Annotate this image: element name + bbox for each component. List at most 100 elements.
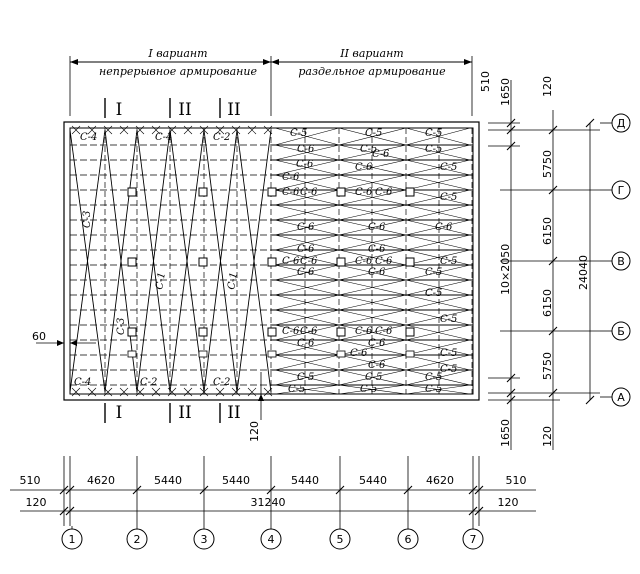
mesh-cross [338,189,407,206]
label-c2-bottom2: С-2 [213,377,230,388]
edge-zig [71,125,81,135]
dim-tick [548,125,558,135]
mesh-cross [274,249,340,266]
mesh-cross [405,369,471,386]
edge-zig [87,125,97,135]
column-square [198,350,208,358]
x-axis-label: 7 [470,533,477,546]
y-axis-label: Д [617,117,626,130]
dim-row1-label: 5440 [359,474,387,487]
variant2-bar-label: С-5 [425,267,442,278]
y-axis-label: Б [617,325,625,338]
mesh-cross [405,174,471,191]
variant2-bar-label: С-5 [425,144,442,155]
section-mark-bottom-1: I [116,403,123,423]
variant2-bar-label: С-5 [288,384,305,395]
variant2-bar-label: С-6 [282,187,300,198]
mesh-cross [338,264,407,281]
variant2-bar-label: С-6 [300,256,318,267]
mesh-cross [405,354,471,371]
variant2-bar-label: С-5 [425,128,442,139]
column-square [267,350,277,358]
column-square [405,187,415,197]
edge-zig [71,387,81,397]
label-c4-top2: С-4 [155,132,172,143]
y-axis-label: Г [618,184,625,197]
bar-labels: С-4 С-4 С-2 С-4 С-2 С-2 С-3 С-3 С-1 С-1 [74,132,240,388]
edge-zig [103,387,113,397]
variant2-bar-label: С-5 [365,372,382,383]
edge-zig [215,125,225,135]
variant2-bar-label: С-6 [368,267,386,278]
diagonal-bar [69,129,106,393]
dim-6150-top: 6150 [541,217,554,245]
variant2-bar-label: С-6 [350,348,368,359]
dim-tick [474,506,484,516]
mesh-cross [274,219,340,236]
column-square [405,350,415,358]
variant1-bar-diagonals [69,125,273,397]
x-axis-bubble [193,528,215,550]
column-square [336,257,346,267]
mesh-cross [405,159,471,176]
mesh-cross [405,189,471,206]
variant2-bar-label: С-6 [375,326,393,337]
variant2-bar-label: С-5 [290,128,307,139]
dim-row2-total: 31240 [251,496,286,509]
mesh-cross [338,369,407,386]
variant2-bar-label: С-6 [368,222,386,233]
mesh-cross [338,219,407,236]
edge-zig [151,387,161,397]
column-square [198,257,208,267]
variant2-bar-label: С-5 [360,144,377,155]
variant2-bar-label: С-5 [440,162,457,173]
dim-60: 60 [32,330,46,343]
dim-5750-bottom: 5750 [541,352,554,380]
edge-zig [167,387,177,397]
edge-zig [183,387,193,397]
dim-tick [199,485,209,495]
dim-tick [506,373,516,383]
mesh-cross [338,127,407,146]
dim-row1-label: 4620 [87,474,115,487]
column-square [336,187,346,197]
mesh-cross [338,249,407,266]
label-c2-bottom1: С-2 [140,377,157,388]
dim-tick [335,485,345,495]
section-mark-top-3: II [227,100,240,120]
mesh-cross [405,309,471,326]
mesh-cross [405,384,471,395]
x-axis-label: 2 [134,533,141,546]
dim-tick [548,388,558,398]
dim-tick [506,125,516,135]
variant2-bar-label: С-6 [297,144,315,155]
dim-tick [65,506,75,516]
mesh-cross [338,294,407,311]
diagonal-bar [169,129,205,393]
variant2-bar-label: С-6 [297,244,315,255]
section-mark-bottom-2: II [178,403,191,423]
label-c1-a: С-1 [154,271,168,290]
dim-6150-bottom: 6150 [541,289,554,317]
variant2-bar-label: С-5 [440,314,457,325]
dim-tick [468,506,478,516]
dim-510-right: 510 [479,71,492,92]
dim-tick [548,326,558,336]
mesh-cross [274,144,340,161]
dim-tick [506,141,516,151]
edge-zig [263,387,273,397]
left-dims: 60 120 [32,330,264,442]
dim-120-left: 120 [248,421,261,442]
diagonal-bar [203,129,238,393]
variant2-bar-label: С-5 [425,372,442,383]
dim-5750-top: 5750 [541,150,554,178]
edge-zig [151,125,161,135]
x-axis-label: 1 [69,533,76,546]
variant2-bar-label: С-6 [375,256,393,267]
edge-zig [167,125,177,135]
mesh-cross [405,279,471,296]
variant2-bar-label: С-6 [296,159,314,170]
